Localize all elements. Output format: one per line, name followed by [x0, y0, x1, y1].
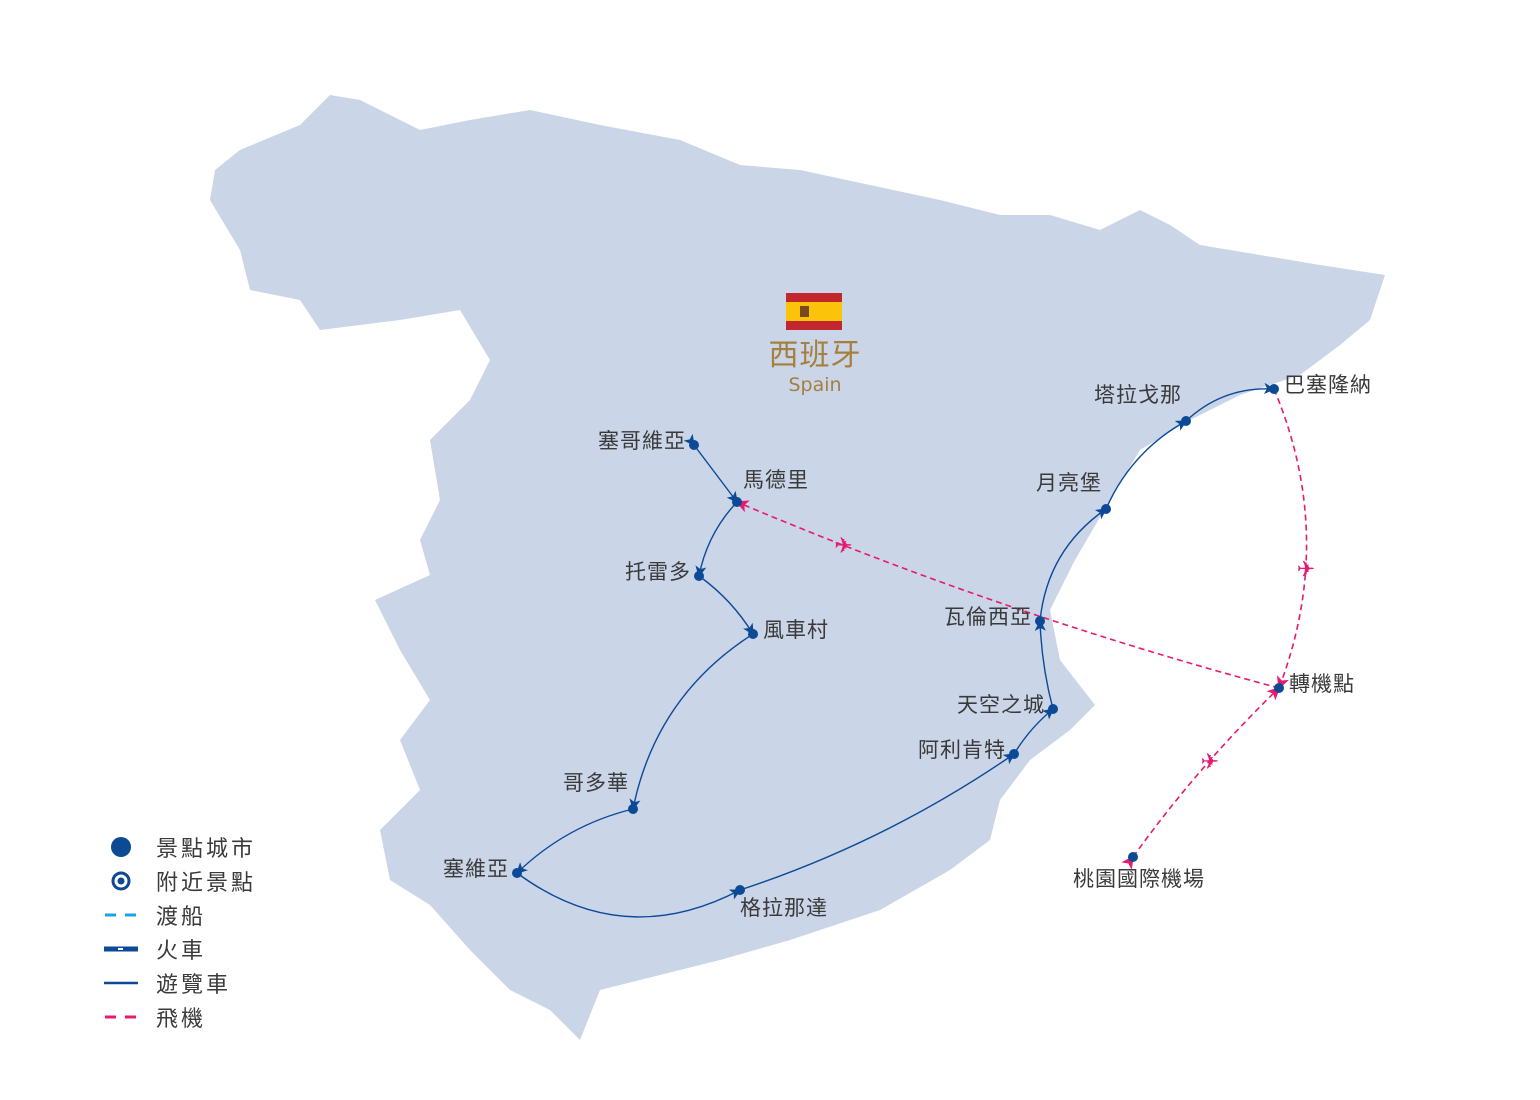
country-name-zh: 西班牙	[768, 338, 862, 373]
nearby-spot-icon	[111, 871, 131, 891]
city-dot-barcelona[interactable]	[1269, 384, 1279, 394]
spain-flag	[786, 293, 842, 330]
city-label-barcelona[interactable]: 巴塞隆納	[1284, 373, 1372, 397]
coach-route	[1013, 708, 1055, 755]
city-label-madrid[interactable]: 馬德里	[743, 468, 809, 492]
city-label-moon[interactable]: 月亮堡	[1036, 471, 1102, 495]
city-dot-valencia[interactable]	[1035, 616, 1045, 626]
legend-label: 遊覽車	[156, 973, 232, 998]
city-label-granada[interactable]: 格拉那達	[740, 896, 828, 920]
city-dot-tarragona[interactable]	[1181, 416, 1191, 426]
city-dot-granada[interactable]	[735, 885, 745, 895]
city-dot-segovia[interactable]	[689, 440, 699, 450]
coach-route	[1185, 382, 1276, 422]
coach-route	[683, 433, 738, 504]
legend-item: 飛機	[104, 1000, 256, 1034]
flight-route	[1273, 388, 1308, 690]
coach-route	[1105, 420, 1188, 510]
country-name-en: Spain	[788, 374, 842, 396]
airplane-icon: ✈	[834, 534, 852, 559]
airplane-icon: ✈	[1297, 558, 1315, 583]
coach-line-icon	[104, 981, 138, 985]
city-dot-alicante[interactable]	[1009, 749, 1019, 759]
city-dot-windmill[interactable]	[748, 629, 758, 639]
city-dot-cordoba[interactable]	[628, 804, 638, 814]
legend-item: 火車	[104, 932, 256, 966]
coach-route	[629, 633, 754, 811]
legend-label: 渡船	[156, 905, 207, 930]
city-label-taoyuan[interactable]: 桃園國際機場	[1073, 867, 1205, 891]
city-label-valencia[interactable]: 瓦倫西亞	[944, 605, 1032, 629]
city-label-cordoba[interactable]: 哥多華	[563, 771, 629, 795]
legend-label: 附近景點	[156, 871, 257, 896]
city-label-skycity[interactable]: 天空之城	[957, 693, 1045, 717]
city-dot-moon[interactable]	[1101, 504, 1111, 514]
country-label: 西班牙 Spain	[755, 338, 875, 396]
city-label-transfer[interactable]: 轉機點	[1289, 672, 1355, 696]
coach-route	[695, 501, 738, 578]
city-dot-sevilla[interactable]	[512, 868, 522, 878]
city-dot-taoyuan[interactable]	[1128, 852, 1138, 862]
city-dot-icon	[111, 837, 131, 857]
city-dot-madrid[interactable]	[732, 497, 742, 507]
airplane-icon: ✈	[1201, 750, 1219, 775]
city-label-windmill[interactable]: 風車村	[763, 618, 829, 642]
coach-route	[1039, 508, 1108, 622]
legend-label: 飛機	[156, 1007, 207, 1032]
coach-route	[698, 575, 754, 636]
coach-route	[1034, 619, 1054, 710]
flight-line-icon	[105, 1015, 137, 1019]
legend-item: 渡船	[104, 898, 256, 932]
legend: 景點城市 附近景點 渡船 火車 遊覽車 飛機	[104, 830, 256, 1034]
legend-item: 遊覽車	[104, 966, 256, 1000]
flight-route	[1121, 686, 1281, 870]
legend-item: 景點城市	[104, 830, 256, 864]
legend-label: 火車	[156, 939, 207, 964]
flight-route	[735, 500, 1280, 689]
city-label-toledo[interactable]: 托雷多	[625, 560, 691, 584]
city-dot-toledo[interactable]	[694, 571, 704, 581]
city-label-tarragona[interactable]: 塔拉戈那	[1094, 383, 1182, 407]
ferry-line-icon	[105, 913, 137, 917]
coach-route	[739, 753, 1016, 891]
legend-item: 附近景點	[104, 864, 256, 898]
train-line-icon	[104, 946, 138, 952]
coach-route	[515, 808, 634, 874]
coach-route	[516, 872, 742, 918]
city-label-sevilla[interactable]: 塞維亞	[443, 857, 509, 881]
city-label-alicante[interactable]: 阿利肯特	[918, 738, 1006, 762]
city-dot-transfer[interactable]	[1274, 683, 1284, 693]
city-label-segovia[interactable]: 塞哥維亞	[598, 429, 686, 453]
spain-landmass	[210, 95, 1385, 1040]
legend-label: 景點城市	[156, 837, 257, 862]
city-dot-skycity[interactable]	[1048, 704, 1058, 714]
